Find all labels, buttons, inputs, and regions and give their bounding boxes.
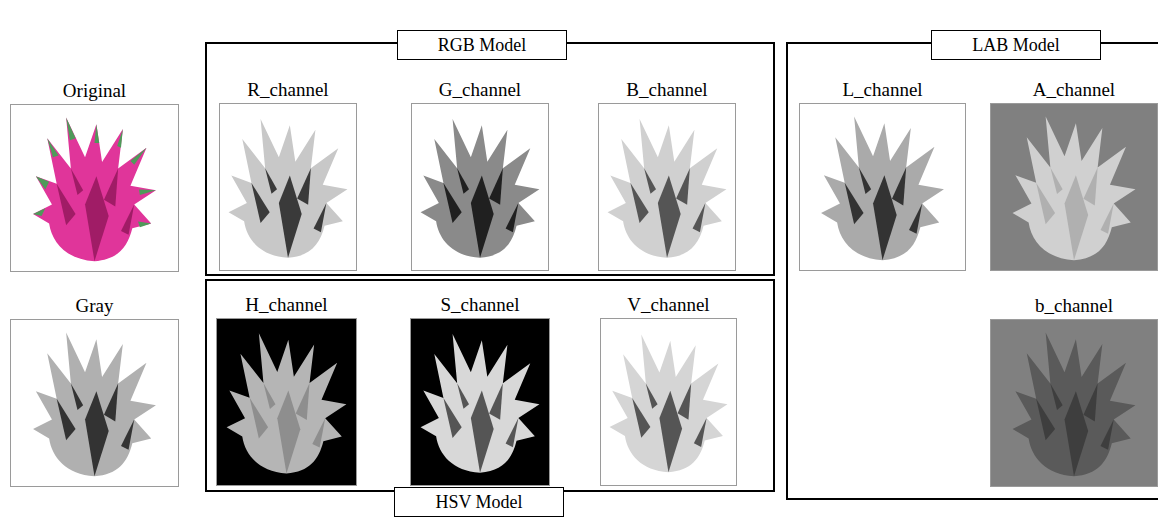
original-panel: Original <box>10 104 179 272</box>
gray-panel: Gray <box>10 319 179 487</box>
channel-panel: G_channel <box>411 103 549 271</box>
r-image <box>229 119 348 258</box>
v-image <box>610 334 728 472</box>
l-image <box>821 117 944 261</box>
channel-panel: S_channel <box>410 318 550 486</box>
channel-caption: B_channel <box>569 79 765 101</box>
channel-caption: b_channel <box>961 295 1158 317</box>
original-image <box>33 118 156 262</box>
model-label: HSV Model <box>435 491 522 513</box>
channel-caption: L_channel <box>770 79 995 101</box>
model-label: RGB Model <box>438 34 527 56</box>
b-image <box>1013 333 1136 477</box>
channel-panel: R_channel <box>219 103 357 271</box>
channel-panel: V_channel <box>600 318 737 486</box>
channel-caption: Original <box>0 80 208 102</box>
channel-caption: A_channel <box>961 79 1158 101</box>
channel-caption: R_channel <box>190 79 386 101</box>
channel-caption: V_channel <box>571 294 766 316</box>
channel-panel: H_channel <box>216 318 357 486</box>
s-background <box>410 318 550 486</box>
h-image <box>227 333 347 473</box>
gray-image <box>33 333 156 477</box>
channel-panel: A_channel <box>990 103 1158 271</box>
channel-caption: Gray <box>0 295 208 317</box>
channel-panel: b_channel <box>990 319 1158 487</box>
model-label-box: RGB Model <box>397 30 567 60</box>
channel-caption: S_channel <box>381 294 579 316</box>
rgb-model-group: RGB ModelR_channelG_channelB_channel <box>205 42 775 276</box>
h-background <box>216 318 357 486</box>
a-background <box>990 103 1158 271</box>
channel-caption: G_channel <box>382 79 578 101</box>
model-label: LAB Model <box>972 34 1060 56</box>
a-image <box>1013 117 1136 261</box>
model-label-box: HSV Model <box>394 487 564 517</box>
channel-caption: H_channel <box>187 294 386 316</box>
hsv-model-group: HSV ModelH_channelS_channelV_channel <box>205 279 775 492</box>
model-label-box: LAB Model <box>931 30 1101 60</box>
b-background <box>990 319 1158 487</box>
b-image <box>608 119 727 258</box>
channel-panel: B_channel <box>598 103 736 271</box>
lab-model-group: LAB ModelL_channelA_channelb_channel <box>786 42 1158 500</box>
g-image <box>421 119 540 258</box>
s-image <box>421 334 540 473</box>
channel-panel: L_channel <box>799 103 966 271</box>
